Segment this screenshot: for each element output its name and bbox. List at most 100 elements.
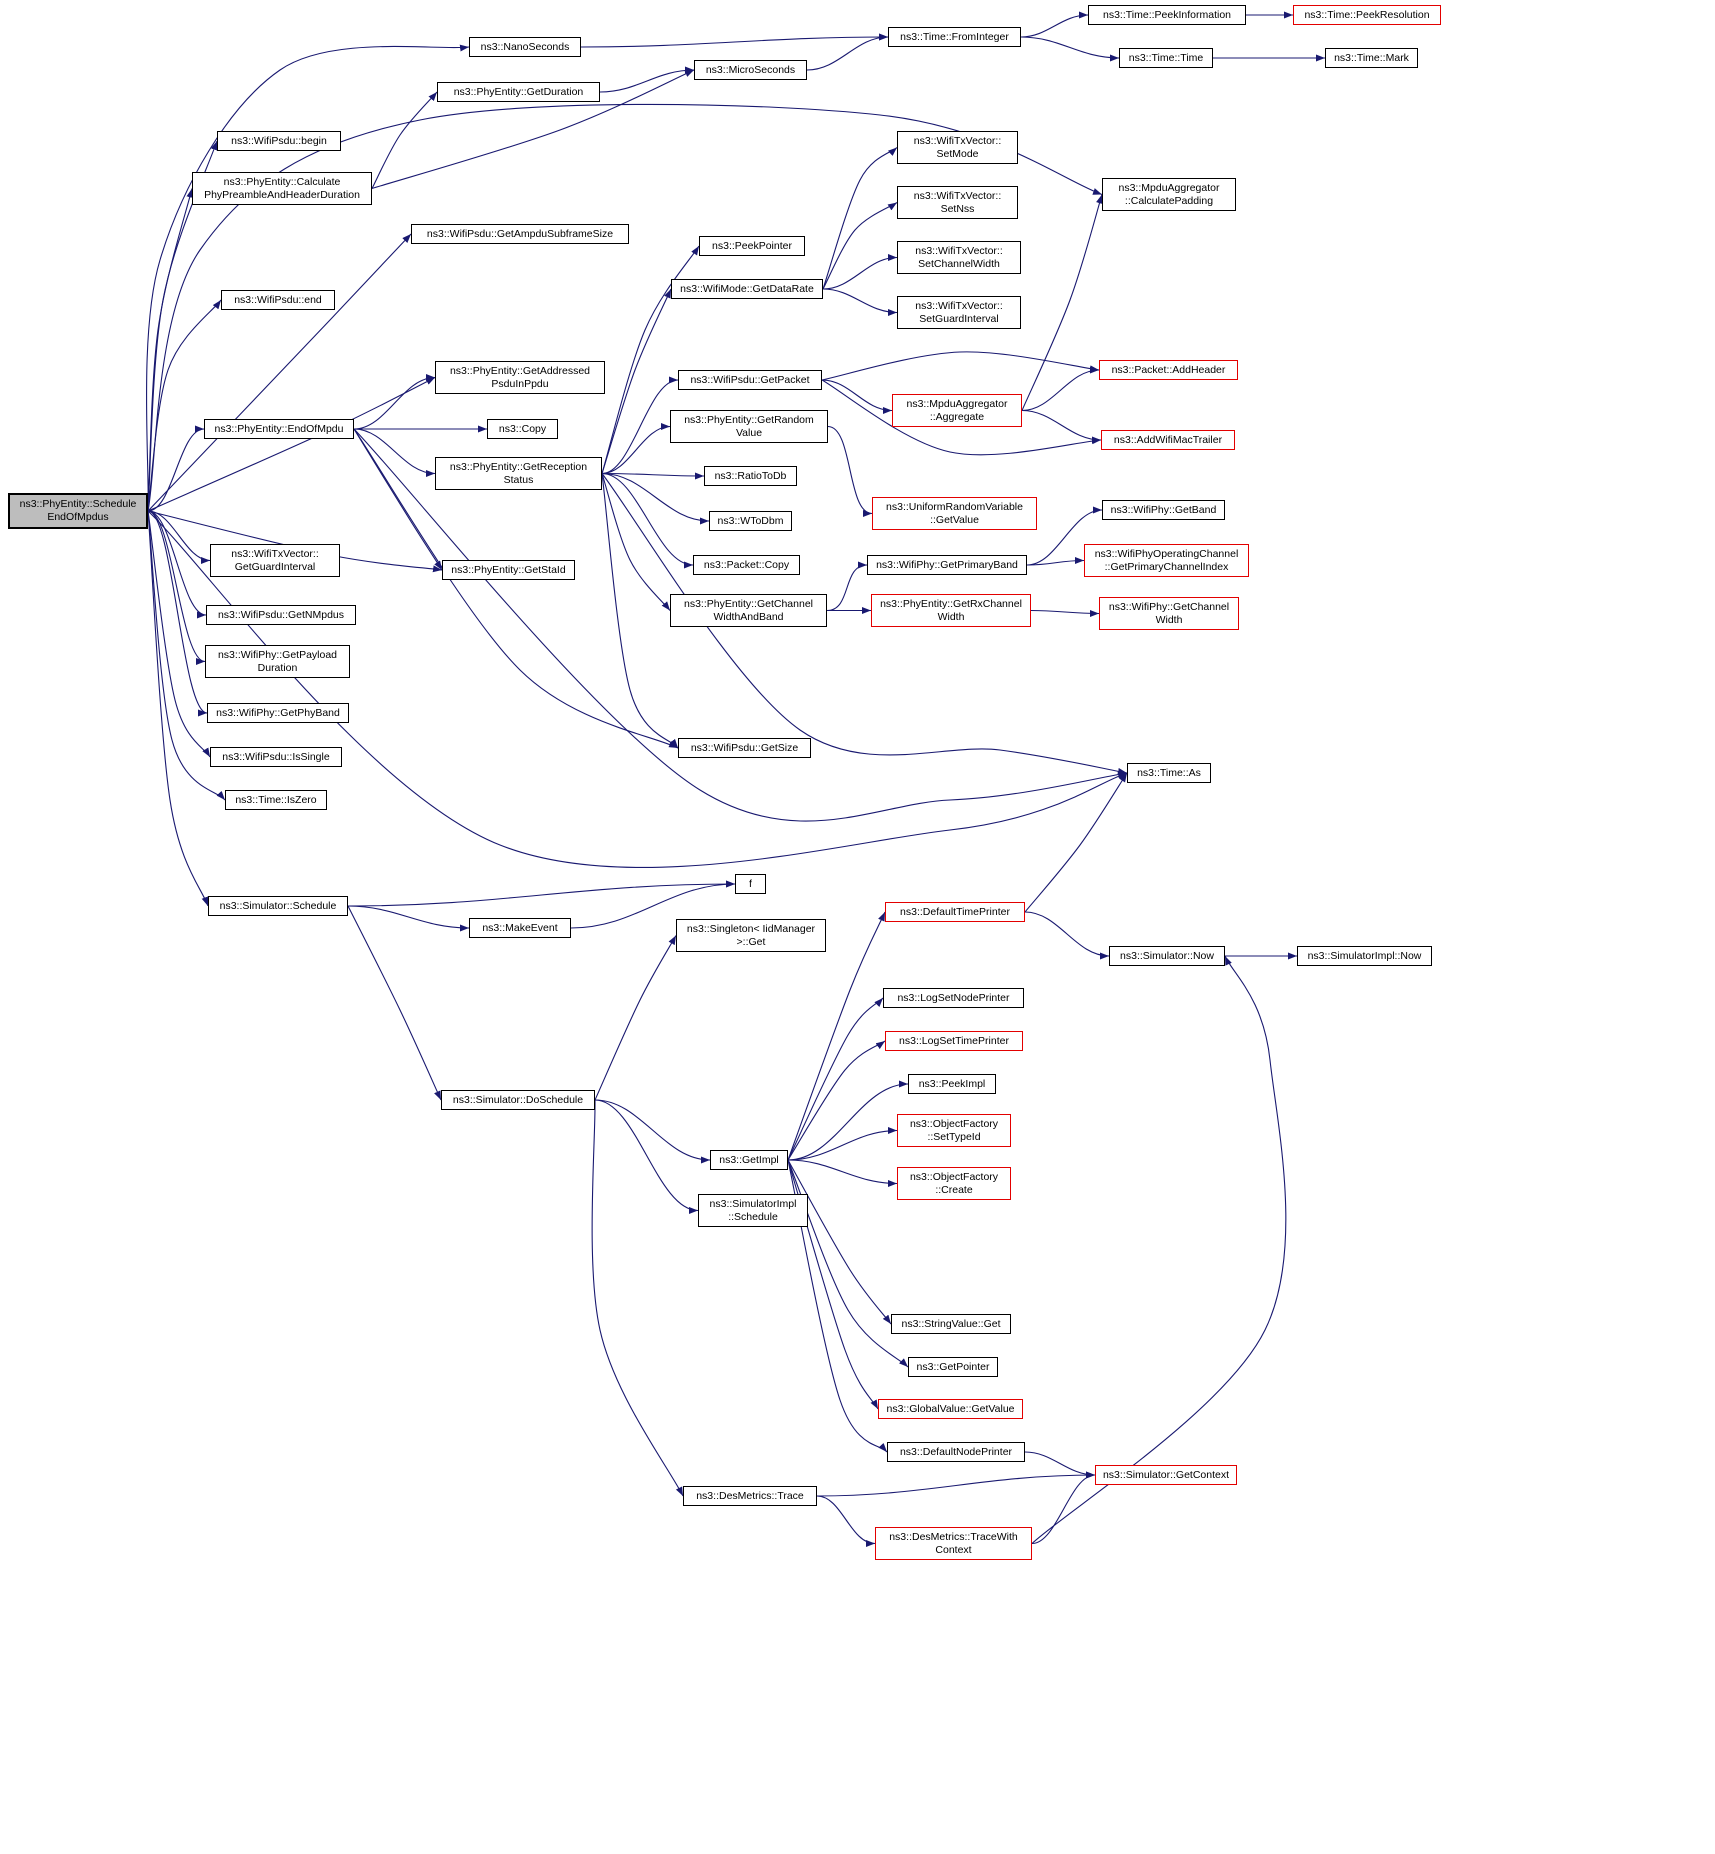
edge-getpacket-addwifimactrailer	[821, 379, 1102, 456]
graph-node-peekimpl[interactable]: ns3::PeekImpl	[908, 1074, 996, 1094]
graph-node-logsettimeprinter[interactable]: ns3::LogSetTimePrinter	[885, 1031, 1023, 1051]
graph-node-singletonget[interactable]: ns3::Singleton< IidManager>::Get	[676, 919, 826, 952]
graph-node-label: ns3::WifiTxVector::	[915, 244, 1003, 257]
edge-getreception-peekpointer	[601, 245, 700, 474]
graph-node-label: ::Aggregate	[929, 410, 985, 423]
graph-node-label: ns3::PeekPointer	[712, 239, 792, 252]
graph-node-doschedule[interactable]: ns3::Simulator::DoSchedule	[441, 1090, 595, 1110]
graph-node-getprimarychannelindex[interactable]: ns3::WifiPhyOperatingChannel::GetPrimary…	[1084, 544, 1249, 577]
edge-main-issingle	[147, 510, 211, 758]
graph-node-setguardinterval[interactable]: ns3::WifiTxVector::SetGuardInterval	[897, 296, 1021, 329]
graph-node-getnmpdus[interactable]: ns3::WifiPsdu::GetNMpdus	[206, 605, 356, 625]
graph-node-endofmpdu[interactable]: ns3::PhyEntity::EndOfMpdu	[204, 419, 354, 439]
graph-node-simnow[interactable]: ns3::Simulator::Now	[1109, 946, 1225, 966]
graph-node-ampdusubframe[interactable]: ns3::WifiPsdu::GetAmpduSubframeSize	[411, 224, 629, 244]
graph-node-makeevent[interactable]: ns3::MakeEvent	[469, 918, 571, 938]
graph-node-getband[interactable]: ns3::WifiPhy::GetBand	[1102, 500, 1225, 520]
graph-node-label: ns3::PhyEntity::GetRxChannel	[880, 597, 1022, 610]
graph-node-wtodbm[interactable]: ns3::WToDbm	[709, 511, 792, 531]
graph-node-label: ns3::NanoSeconds	[480, 40, 570, 53]
graph-node-label: ns3::Simulator::GetContext	[1102, 1468, 1230, 1481]
graph-node-uniformrandom[interactable]: ns3::UniformRandomVariable::GetValue	[872, 497, 1037, 530]
graph-node-label: Status	[503, 473, 534, 486]
graph-node-label: ns3::PhyEntity::GetStaId	[451, 563, 566, 576]
graph-node-addwifimactrailer[interactable]: ns3::AddWifiMacTrailer	[1101, 430, 1235, 450]
graph-node-label: ns3::Time::Mark	[1334, 51, 1409, 64]
graph-node-f[interactable]: f	[735, 874, 766, 894]
graph-node-timetime[interactable]: ns3::Time::Time	[1119, 48, 1213, 68]
graph-node-label: ns3::MakeEvent	[482, 921, 558, 934]
edge-frominteger-timetime	[1020, 36, 1120, 62]
graph-node-iszero[interactable]: ns3::Time::IsZero	[225, 790, 327, 810]
graph-node-getcontext[interactable]: ns3::Simulator::GetContext	[1095, 1465, 1237, 1485]
graph-node-issingle[interactable]: ns3::WifiPsdu::IsSingle	[210, 747, 342, 767]
graph-node-microseconds[interactable]: ns3::MicroSeconds	[694, 60, 807, 80]
graph-node-begin[interactable]: ns3::WifiPsdu::begin	[217, 131, 341, 151]
graph-node-setmode[interactable]: ns3::WifiTxVector::SetMode	[897, 131, 1018, 164]
graph-node-simimplnow[interactable]: ns3::SimulatorImpl::Now	[1297, 946, 1432, 966]
graph-node-label: ns3::Time::PeekInformation	[1103, 8, 1231, 21]
graph-node-ratiotodb[interactable]: ns3::RatioToDb	[704, 466, 797, 486]
graph-node-setchannelwidth[interactable]: ns3::WifiTxVector::SetChannelWidth	[897, 241, 1021, 274]
edge-getprimaryband-getprimarychannelindex	[1026, 557, 1085, 566]
graph-node-mark[interactable]: ns3::Time::Mark	[1325, 48, 1418, 68]
graph-node-label: ns3::PhyEntity::EndOfMpdu	[214, 422, 344, 435]
graph-node-copy[interactable]: ns3::Copy	[487, 419, 558, 439]
edge-doschedule-destrace	[591, 1099, 684, 1497]
graph-node-label: ns3::MpduAggregator	[906, 397, 1008, 410]
graph-node-peekresolution[interactable]: ns3::Time::PeekResolution	[1293, 5, 1441, 25]
edge-defaulttimeprinter-timeas	[1024, 772, 1128, 913]
graph-node-peekpointer[interactable]: ns3::PeekPointer	[699, 236, 805, 256]
graph-node-getprimaryband[interactable]: ns3::WifiPhy::GetPrimaryBand	[867, 555, 1027, 575]
edge-getduration-microseconds	[599, 66, 695, 93]
edge-main-ampdusubframe	[147, 233, 412, 512]
graph-node-simimplschedule[interactable]: ns3::SimulatorImpl::Schedule	[698, 1194, 808, 1227]
graph-node-frominteger[interactable]: ns3::Time::FromInteger	[888, 27, 1021, 47]
graph-node-peekinformation[interactable]: ns3::Time::PeekInformation	[1088, 5, 1246, 25]
graph-node-logsetnodeprinter[interactable]: ns3::LogSetNodePrinter	[883, 988, 1024, 1008]
graph-node-ofcreate[interactable]: ns3::ObjectFactory::Create	[897, 1167, 1011, 1200]
graph-node-defaulttimeprinter[interactable]: ns3::DefaultTimePrinter	[885, 902, 1025, 922]
graph-node-getimpl[interactable]: ns3::GetImpl	[710, 1150, 788, 1170]
graph-node-schedule[interactable]: ns3::Simulator::Schedule	[208, 896, 348, 916]
graph-node-stringvalueget[interactable]: ns3::StringValue::Get	[891, 1314, 1011, 1334]
graph-node-defaultnodeprinter[interactable]: ns3::DefaultNodePrinter	[887, 1442, 1025, 1462]
graph-node-setypeid[interactable]: ns3::ObjectFactory::SetTypeId	[897, 1114, 1011, 1147]
graph-node-aggregate[interactable]: ns3::MpduAggregator::Aggregate	[892, 394, 1022, 427]
graph-node-getpointer[interactable]: ns3::GetPointer	[908, 1357, 998, 1377]
graph-node-label: ns3::ObjectFactory	[909, 1117, 999, 1130]
graph-node-globalvalueget[interactable]: ns3::GlobalValue::GetValue	[878, 1399, 1023, 1419]
graph-node-end[interactable]: ns3::WifiPsdu::end	[221, 290, 335, 310]
graph-node-getpacket[interactable]: ns3::WifiPsdu::GetPacket	[678, 370, 822, 390]
graph-node-label: ns3::WifiTxVector::	[913, 189, 1002, 202]
graph-node-nanoseconds[interactable]: ns3::NanoSeconds	[469, 37, 581, 57]
edge-destrace-tracewithcontext	[816, 1495, 876, 1547]
graph-node-getguardinterval[interactable]: ns3::WifiTxVector::GetGuardInterval	[210, 544, 340, 577]
graph-node-getsize[interactable]: ns3::WifiPsdu::GetSize	[678, 738, 811, 758]
graph-node-getstaid[interactable]: ns3::PhyEntity::GetStaId	[442, 560, 575, 580]
graph-node-label: ns3::WifiTxVector::	[231, 547, 319, 560]
edge-getreception-packetcopy	[601, 472, 694, 569]
graph-node-label: ns3::Copy	[498, 422, 547, 435]
graph-node-calculatepadding[interactable]: ns3::MpduAggregator::CalculatePadding	[1102, 178, 1236, 211]
edge-getreception-getchannelwidthandband	[601, 473, 671, 611]
graph-node-timeas[interactable]: ns3::Time::As	[1127, 763, 1211, 783]
edge-makeevent-f	[570, 880, 736, 929]
graph-node-destrace[interactable]: ns3::DesMetrics::Trace	[683, 1486, 817, 1506]
graph-node-addheader[interactable]: ns3::Packet::AddHeader	[1099, 360, 1238, 380]
graph-node-getdatarate[interactable]: ns3::WifiMode::GetDataRate	[671, 279, 823, 299]
graph-node-packetcopy[interactable]: ns3::Packet::Copy	[693, 555, 800, 575]
graph-node-getphyband[interactable]: ns3::WifiPhy::GetPhyBand	[207, 703, 349, 723]
graph-node-getduration[interactable]: ns3::PhyEntity::GetDuration	[437, 82, 600, 102]
graph-node-setnss[interactable]: ns3::WifiTxVector::SetNss	[897, 186, 1018, 219]
